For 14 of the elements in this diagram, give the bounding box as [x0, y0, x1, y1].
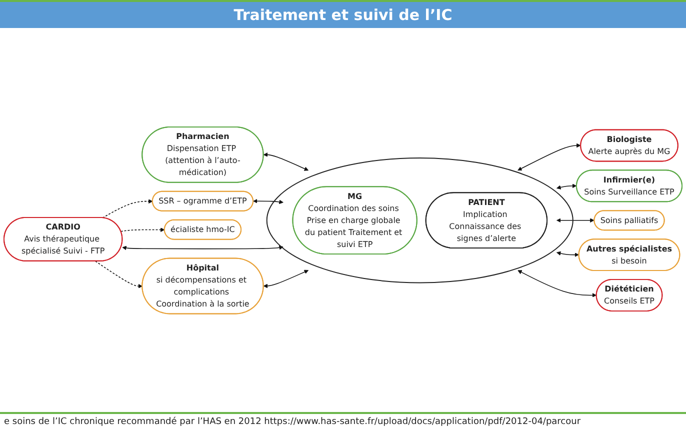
- arrow: [120, 227, 165, 232]
- arrow: [122, 245, 284, 250]
- arrow: [556, 218, 594, 222]
- arrow: [518, 142, 581, 170]
- arrow: [518, 270, 597, 298]
- arrow: [253, 198, 284, 204]
- arrow: [263, 152, 309, 170]
- arrow: [556, 183, 577, 190]
- cluster: [266, 157, 574, 283]
- title: Traitement et suivi de l’IC: [0, 0, 686, 28]
- caption: e soins de l’IC chronique recommandé par l’HAS en 2012 https://www.has-sante.fr/upload/docs/application/pdf/2012-04/parcour: [0, 412, 686, 430]
- arrow: [94, 260, 143, 288]
- arrow: [263, 270, 309, 288]
- arrow: [556, 250, 579, 257]
